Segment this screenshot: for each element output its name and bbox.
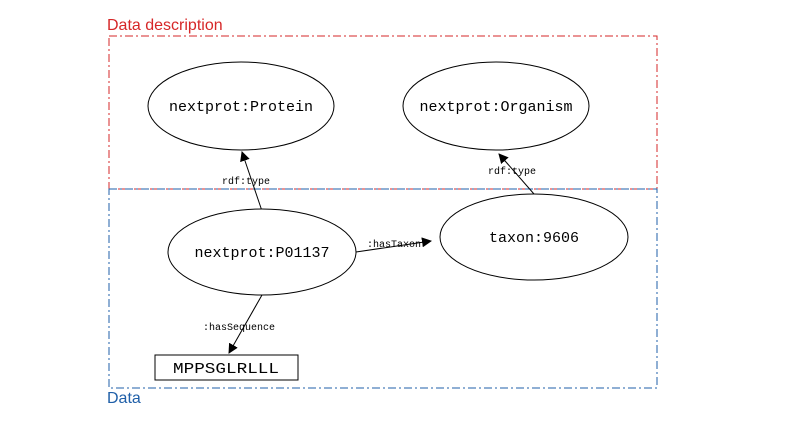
node-protein-label: nextprot:Protein (169, 99, 313, 116)
node-protein: nextprot:Protein (147, 61, 335, 151)
edge-entry-rdf-type (240, 151, 263, 212)
node-taxon: taxon:9606 (439, 193, 629, 281)
data-description-region (108, 35, 658, 190)
edge-label-taxon-rdf-type: rdf:type (488, 166, 536, 178)
edge-taxon-rdf-type (498, 153, 535, 195)
node-organism-label: nextprot:Organism (419, 99, 572, 116)
data-label: Data (107, 390, 141, 407)
edge-has-sequence (228, 294, 263, 354)
data-description-label: Data description (107, 17, 223, 34)
node-taxon-label: taxon:9606 (489, 230, 579, 247)
edge-label-has-sequence: :hasSequence (203, 322, 275, 334)
node-sequence-label: MPPSGLRLLL (173, 361, 279, 378)
node-sequence: MPPSGLRLLL (154, 354, 299, 381)
edge-label-has-taxon: :hasTaxon (367, 239, 421, 251)
edge-label-entry-rdf-type: rdf:type (222, 176, 270, 188)
edge-has-taxon (355, 237, 432, 253)
node-organism: nextprot:Organism (402, 61, 590, 151)
node-entry-label: nextprot:P01137 (194, 245, 329, 262)
node-entry: nextprot:P01137 (167, 208, 357, 296)
data-region (108, 188, 658, 389)
